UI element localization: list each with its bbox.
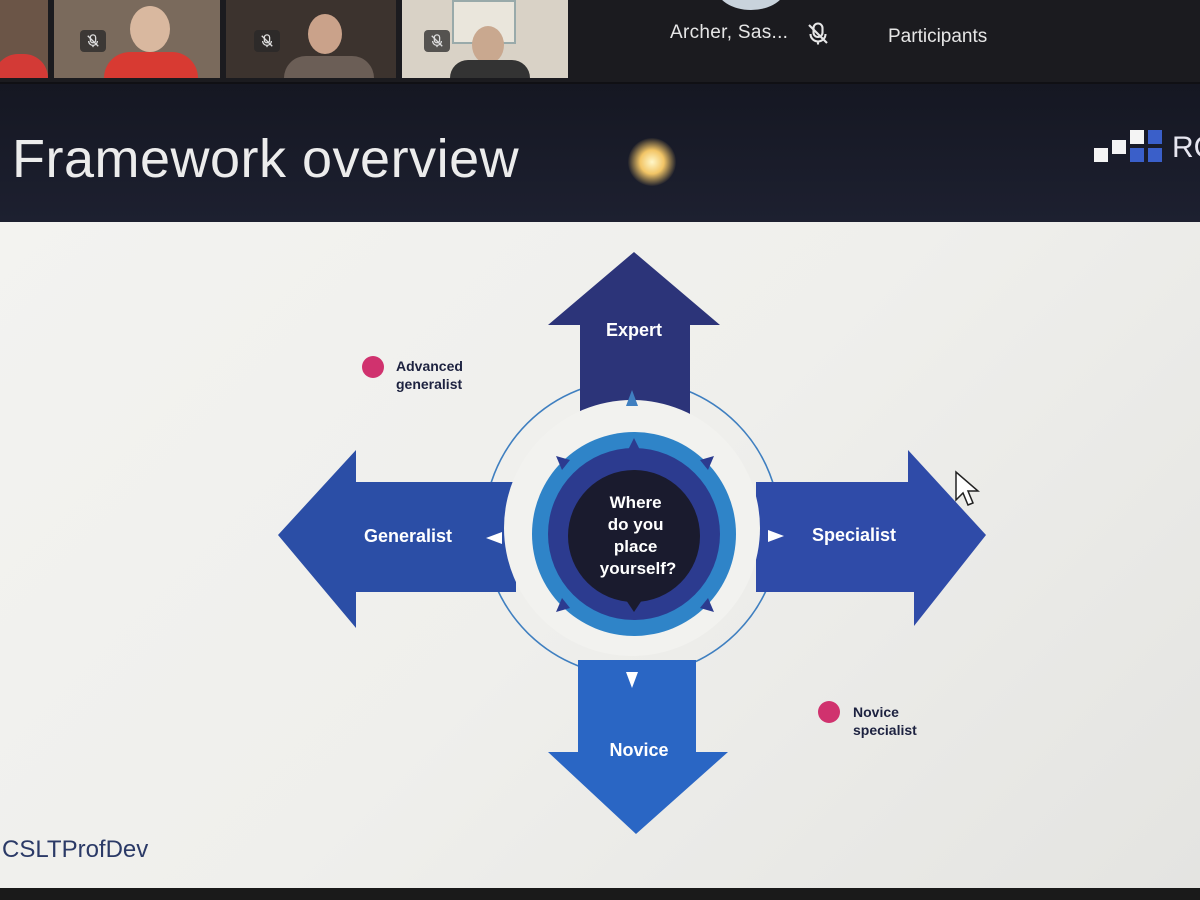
marker-label-line: Advanced <box>396 358 463 374</box>
logo-icon <box>1094 130 1162 162</box>
arrow-label-generalist: Generalist <box>364 526 452 546</box>
participant-tile-2[interactable] <box>54 0 220 78</box>
marker-label-advanced-generalist: Advanced generalist <box>396 357 463 393</box>
center-pointer <box>626 600 642 612</box>
arrow-label-novice: Novice <box>609 740 668 760</box>
marker-label-line: specialist <box>853 722 917 738</box>
ring-tick-n <box>628 438 640 450</box>
ring-tick-se <box>700 598 714 612</box>
marker-label-line: generalist <box>396 376 463 392</box>
ring-tick-sw <box>556 598 570 612</box>
framework-diagram: Where do you place yourself? Expert Gene… <box>278 252 986 834</box>
arrow-label-specialist: Specialist <box>812 525 896 545</box>
svg-text:Where do you place: Where do you place yourself? <box>600 493 677 578</box>
mouse-cursor-icon <box>955 470 980 506</box>
participants-button[interactable]: Participants <box>888 26 988 47</box>
participant-tile-1[interactable] <box>0 0 48 78</box>
center-text-line-3: place <box>614 537 657 556</box>
screen-glare <box>628 138 676 186</box>
compass-point-e <box>768 530 784 542</box>
ring-tick-nw <box>556 456 570 470</box>
marker-advanced-generalist <box>362 356 384 378</box>
slide-title: Framework overview <box>12 129 520 189</box>
center-text-line-4: yourself? <box>600 559 677 578</box>
participant-name: Archer, Sas... <box>670 22 789 43</box>
marker-label-novice-specialist: Novice specialist <box>853 703 917 739</box>
center-text-line-2: do you <box>608 515 664 534</box>
center-disc <box>568 470 700 602</box>
marker-label-line: Novice <box>853 704 899 720</box>
logo-text: RC <box>1172 131 1200 164</box>
ring-tick-ne <box>700 456 714 470</box>
mic-muted-icon <box>254 30 280 52</box>
arrow-up <box>548 252 720 418</box>
slide-header <box>0 84 1200 222</box>
center-text-line-1: Where <box>610 493 662 512</box>
compass-point-s <box>626 672 638 688</box>
participant-avatar <box>716 0 786 10</box>
participant-tile-4[interactable] <box>402 0 568 78</box>
arrow-right <box>756 450 986 626</box>
compass-point-w <box>486 532 502 544</box>
mic-muted-icon[interactable] <box>806 22 830 46</box>
mic-muted-icon <box>424 30 450 52</box>
arrow-down <box>548 660 728 834</box>
marker-novice-specialist <box>818 701 840 723</box>
arrow-label-expert: Expert <box>606 320 662 340</box>
compass-point-n <box>626 390 638 406</box>
participant-tile-3[interactable] <box>226 0 396 78</box>
arrow-left <box>278 450 516 628</box>
video-call-strip: Archer, Sas... Participants <box>0 0 1200 82</box>
monitor-bezel <box>0 888 1200 900</box>
mic-muted-icon <box>80 30 106 52</box>
slide-hashtag: CSLTProfDev <box>2 836 149 863</box>
